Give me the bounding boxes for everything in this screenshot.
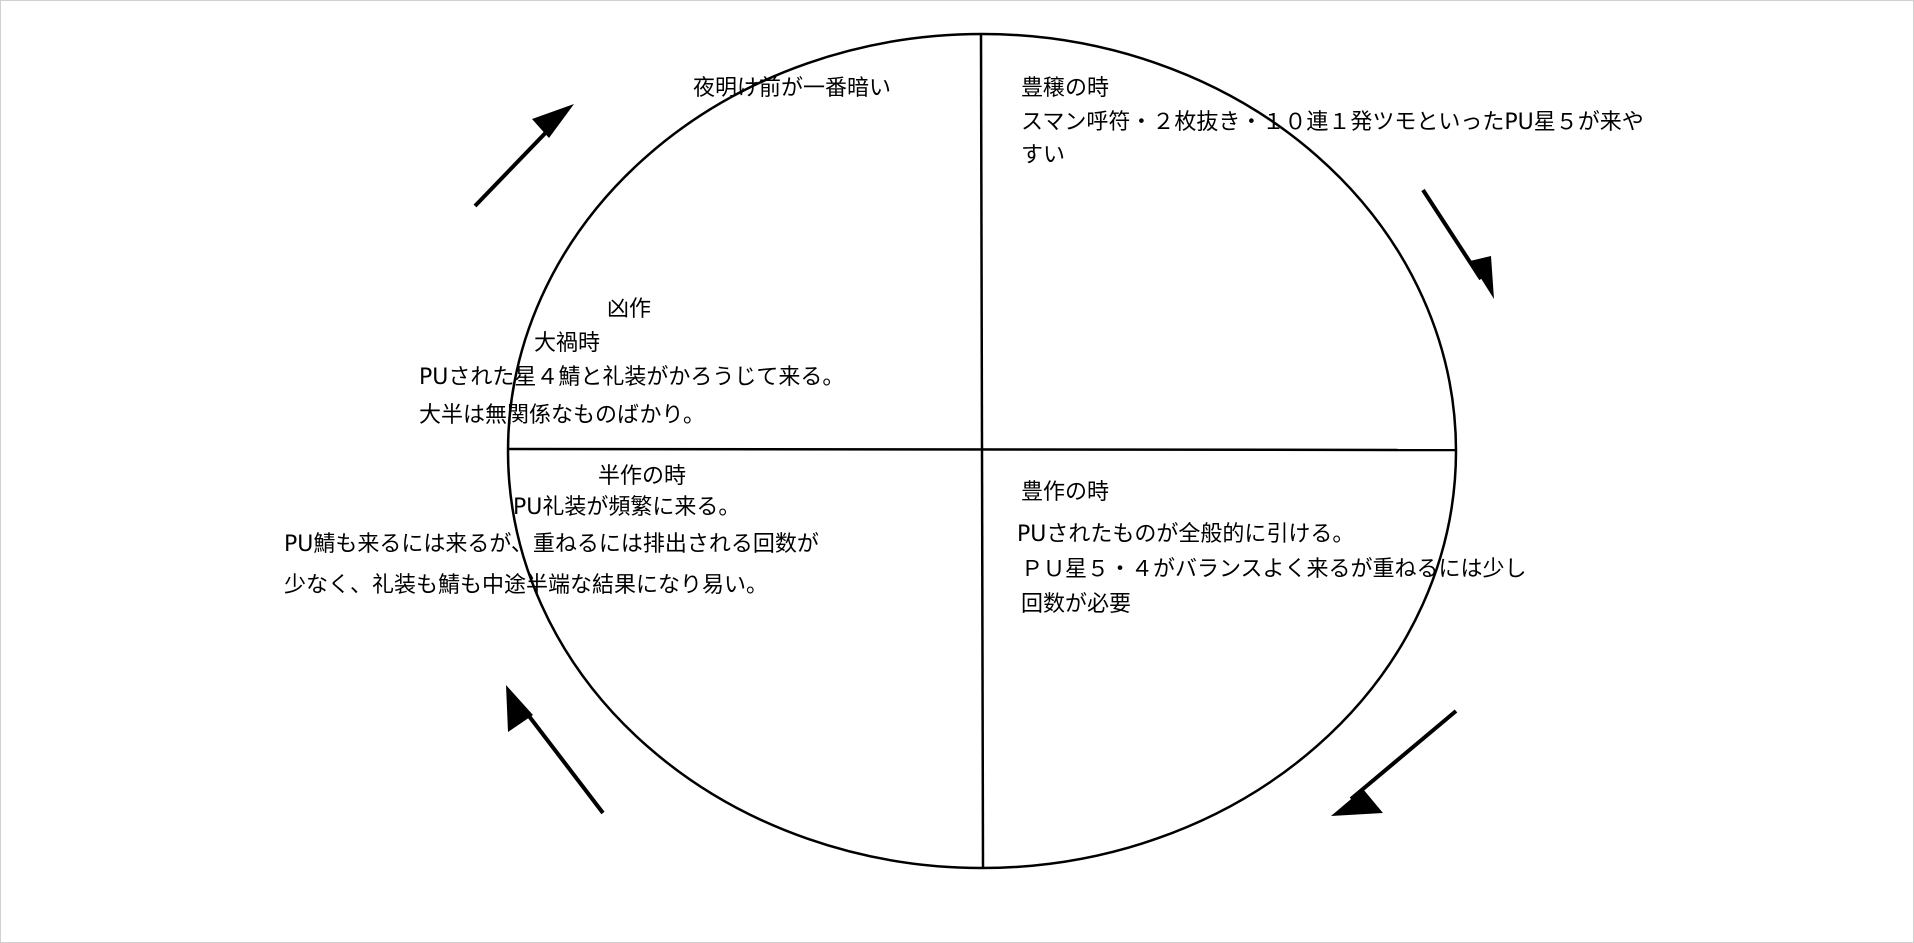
arrow-top-right (1421, 188, 1494, 299)
lower-right-line2: ＰＵ星５・４がバランスよく来るが重ねるには少し (1021, 557, 1527, 582)
lower-right-line1: PUされたものが全般的に引ける。 (1017, 522, 1355, 547)
arrow-bottom-left (506, 685, 605, 815)
lower-right-title: 豊作の時 (1021, 480, 1110, 505)
upper-left-title: 凶作 (607, 297, 652, 322)
vertical-divider (979, 33, 985, 869)
top-right-line1: スマン呼符・２枚抜き・１０連１発ツモといったPU星５が来や (1021, 110, 1644, 135)
top-left-caption: 夜明け前が一番暗い (693, 76, 892, 101)
lower-left-line3: 少なく、礼装も鯖も中途半端な結果になり易い。 (284, 573, 769, 598)
upper-left-line1: PUされた星４鯖と礼装がかろうじて来る。 (419, 365, 845, 390)
lower-left-line1: PU礼装が頻繁に来る。 (513, 495, 741, 520)
horizontal-divider (507, 447, 1457, 452)
arrow-top-left (473, 104, 574, 208)
top-right-title: 豊穣の時 (1021, 76, 1110, 101)
lower-left-line2: PU鯖も来るには来るが、重ねるには排出される回数が (284, 532, 819, 557)
lower-right-line3: 回数が必要 (1021, 592, 1132, 617)
top-right-line2: すい (1021, 143, 1066, 168)
arrow-bottom-right (1331, 709, 1458, 816)
lower-left-title: 半作の時 (598, 464, 687, 489)
upper-left-line2: 大半は無関係なものばかり。 (419, 403, 706, 428)
upper-left-subtitle: 大禍時 (534, 331, 601, 356)
